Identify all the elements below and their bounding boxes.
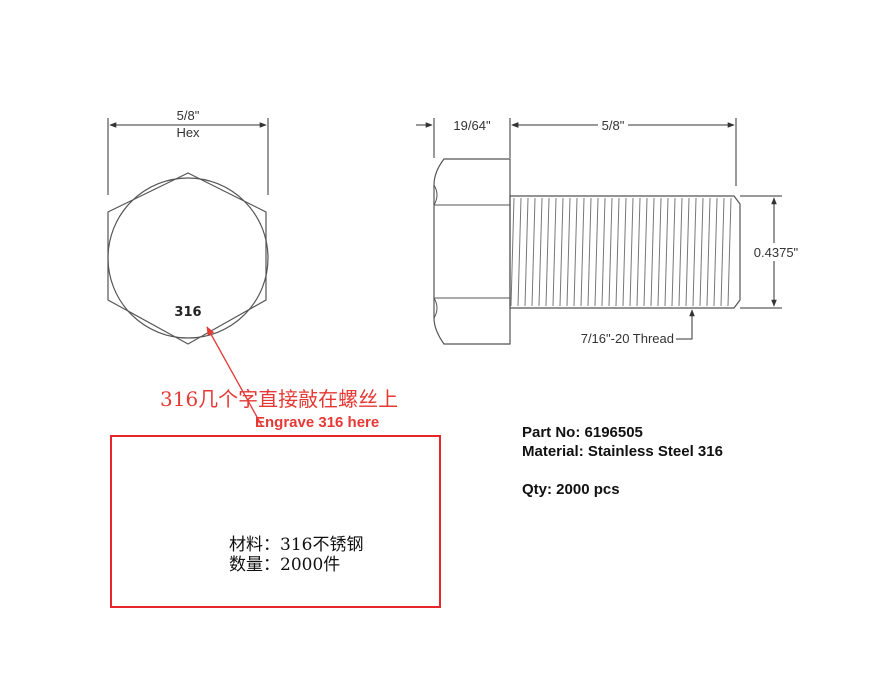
thread-label: 7/16"-20 Thread	[581, 331, 674, 346]
hex-outline	[107, 172, 267, 345]
hex-end-view: 5/8" Hex 316	[107, 108, 269, 345]
hex-width-label: 5/8"	[177, 108, 200, 123]
box-material-line: 材料：316不锈钢	[229, 535, 364, 555]
diameter-label-backdrop	[748, 243, 804, 261]
spec-spacer	[522, 461, 723, 480]
bolt-head-flats	[434, 204, 510, 299]
engrave-note-chinese: 316几个字直接敲在螺丝上	[160, 387, 398, 411]
thread-crest-line	[615, 197, 620, 307]
thread-crest-line	[713, 197, 718, 307]
thread-crest-line	[580, 197, 585, 307]
thread-crest-line	[720, 197, 725, 307]
thread-crest-line	[699, 197, 704, 307]
thread-crest-line	[636, 197, 641, 307]
thread-crest-line	[601, 197, 606, 307]
thread-crest-line	[629, 197, 634, 307]
thread-crest-line	[517, 197, 522, 307]
thread-crest-line	[657, 197, 662, 307]
thread-crest-line	[510, 197, 515, 307]
thread-crest-line	[650, 197, 655, 307]
length-label: 5/8"	[602, 118, 625, 133]
hex-bearing-circle	[107, 177, 269, 339]
thread-crest-line	[664, 197, 669, 307]
thread-crest-line	[545, 197, 550, 307]
thread-crest-line	[538, 197, 543, 307]
hex-label: Hex	[176, 125, 200, 140]
thread-leader-line	[676, 309, 695, 340]
bolt-head-chamfers	[433, 184, 438, 319]
thread-crest-line	[643, 197, 648, 307]
engrave-mark-316: 316	[174, 305, 201, 320]
head-height-label: 19/64"	[453, 118, 491, 133]
part-number: Part No: 6196505	[522, 424, 643, 441]
thread-crest-line	[608, 197, 613, 307]
engrave-annotation: 316几个字直接敲在螺丝上 Engrave 316 here	[160, 326, 398, 431]
thread-crest-line	[566, 197, 571, 307]
material-spec: Material: Stainless Steel 316	[522, 443, 723, 460]
thread-crest-line	[531, 197, 536, 307]
thread-crest-line	[587, 197, 592, 307]
quantity-spec: Qty: 2000 pcs	[522, 481, 620, 498]
thread-crest-line	[552, 197, 557, 307]
thread-crest-line	[727, 197, 732, 307]
bolt-head-outline	[433, 158, 511, 345]
thread-crest-line	[622, 197, 627, 307]
engrave-pointer-line	[206, 326, 263, 427]
thread-crest-line	[559, 197, 564, 307]
box-quantity-line: 数量：2000件	[229, 555, 341, 575]
length-label-backdrop	[598, 117, 628, 133]
bolt-side-view: 19/64" 5/8" 0.4375" 7/16"-20 Thread	[416, 117, 804, 346]
thread-crest-line	[678, 197, 683, 307]
thread-shank-outline	[509, 195, 741, 309]
diameter-label: 0.4375"	[754, 245, 799, 260]
material-quantity-box: 材料：316不锈钢 数量：2000件	[110, 435, 441, 608]
part-spec-block: Part No: 6196505 Material: Stainless Ste…	[522, 423, 723, 499]
thread-crest-line	[573, 197, 578, 307]
thread-crest-line	[692, 197, 697, 307]
thread-lines	[510, 197, 732, 307]
material-quantity-text: 材料：316不锈钢 数量：2000件	[229, 535, 363, 575]
engrave-note-english: Engrave 316 here	[255, 414, 379, 431]
thread-crest-line	[594, 197, 599, 307]
thread-crest-line	[706, 197, 711, 307]
thread-crest-line	[671, 197, 676, 307]
thread-crest-line	[524, 197, 529, 307]
thread-crest-line	[685, 197, 690, 307]
